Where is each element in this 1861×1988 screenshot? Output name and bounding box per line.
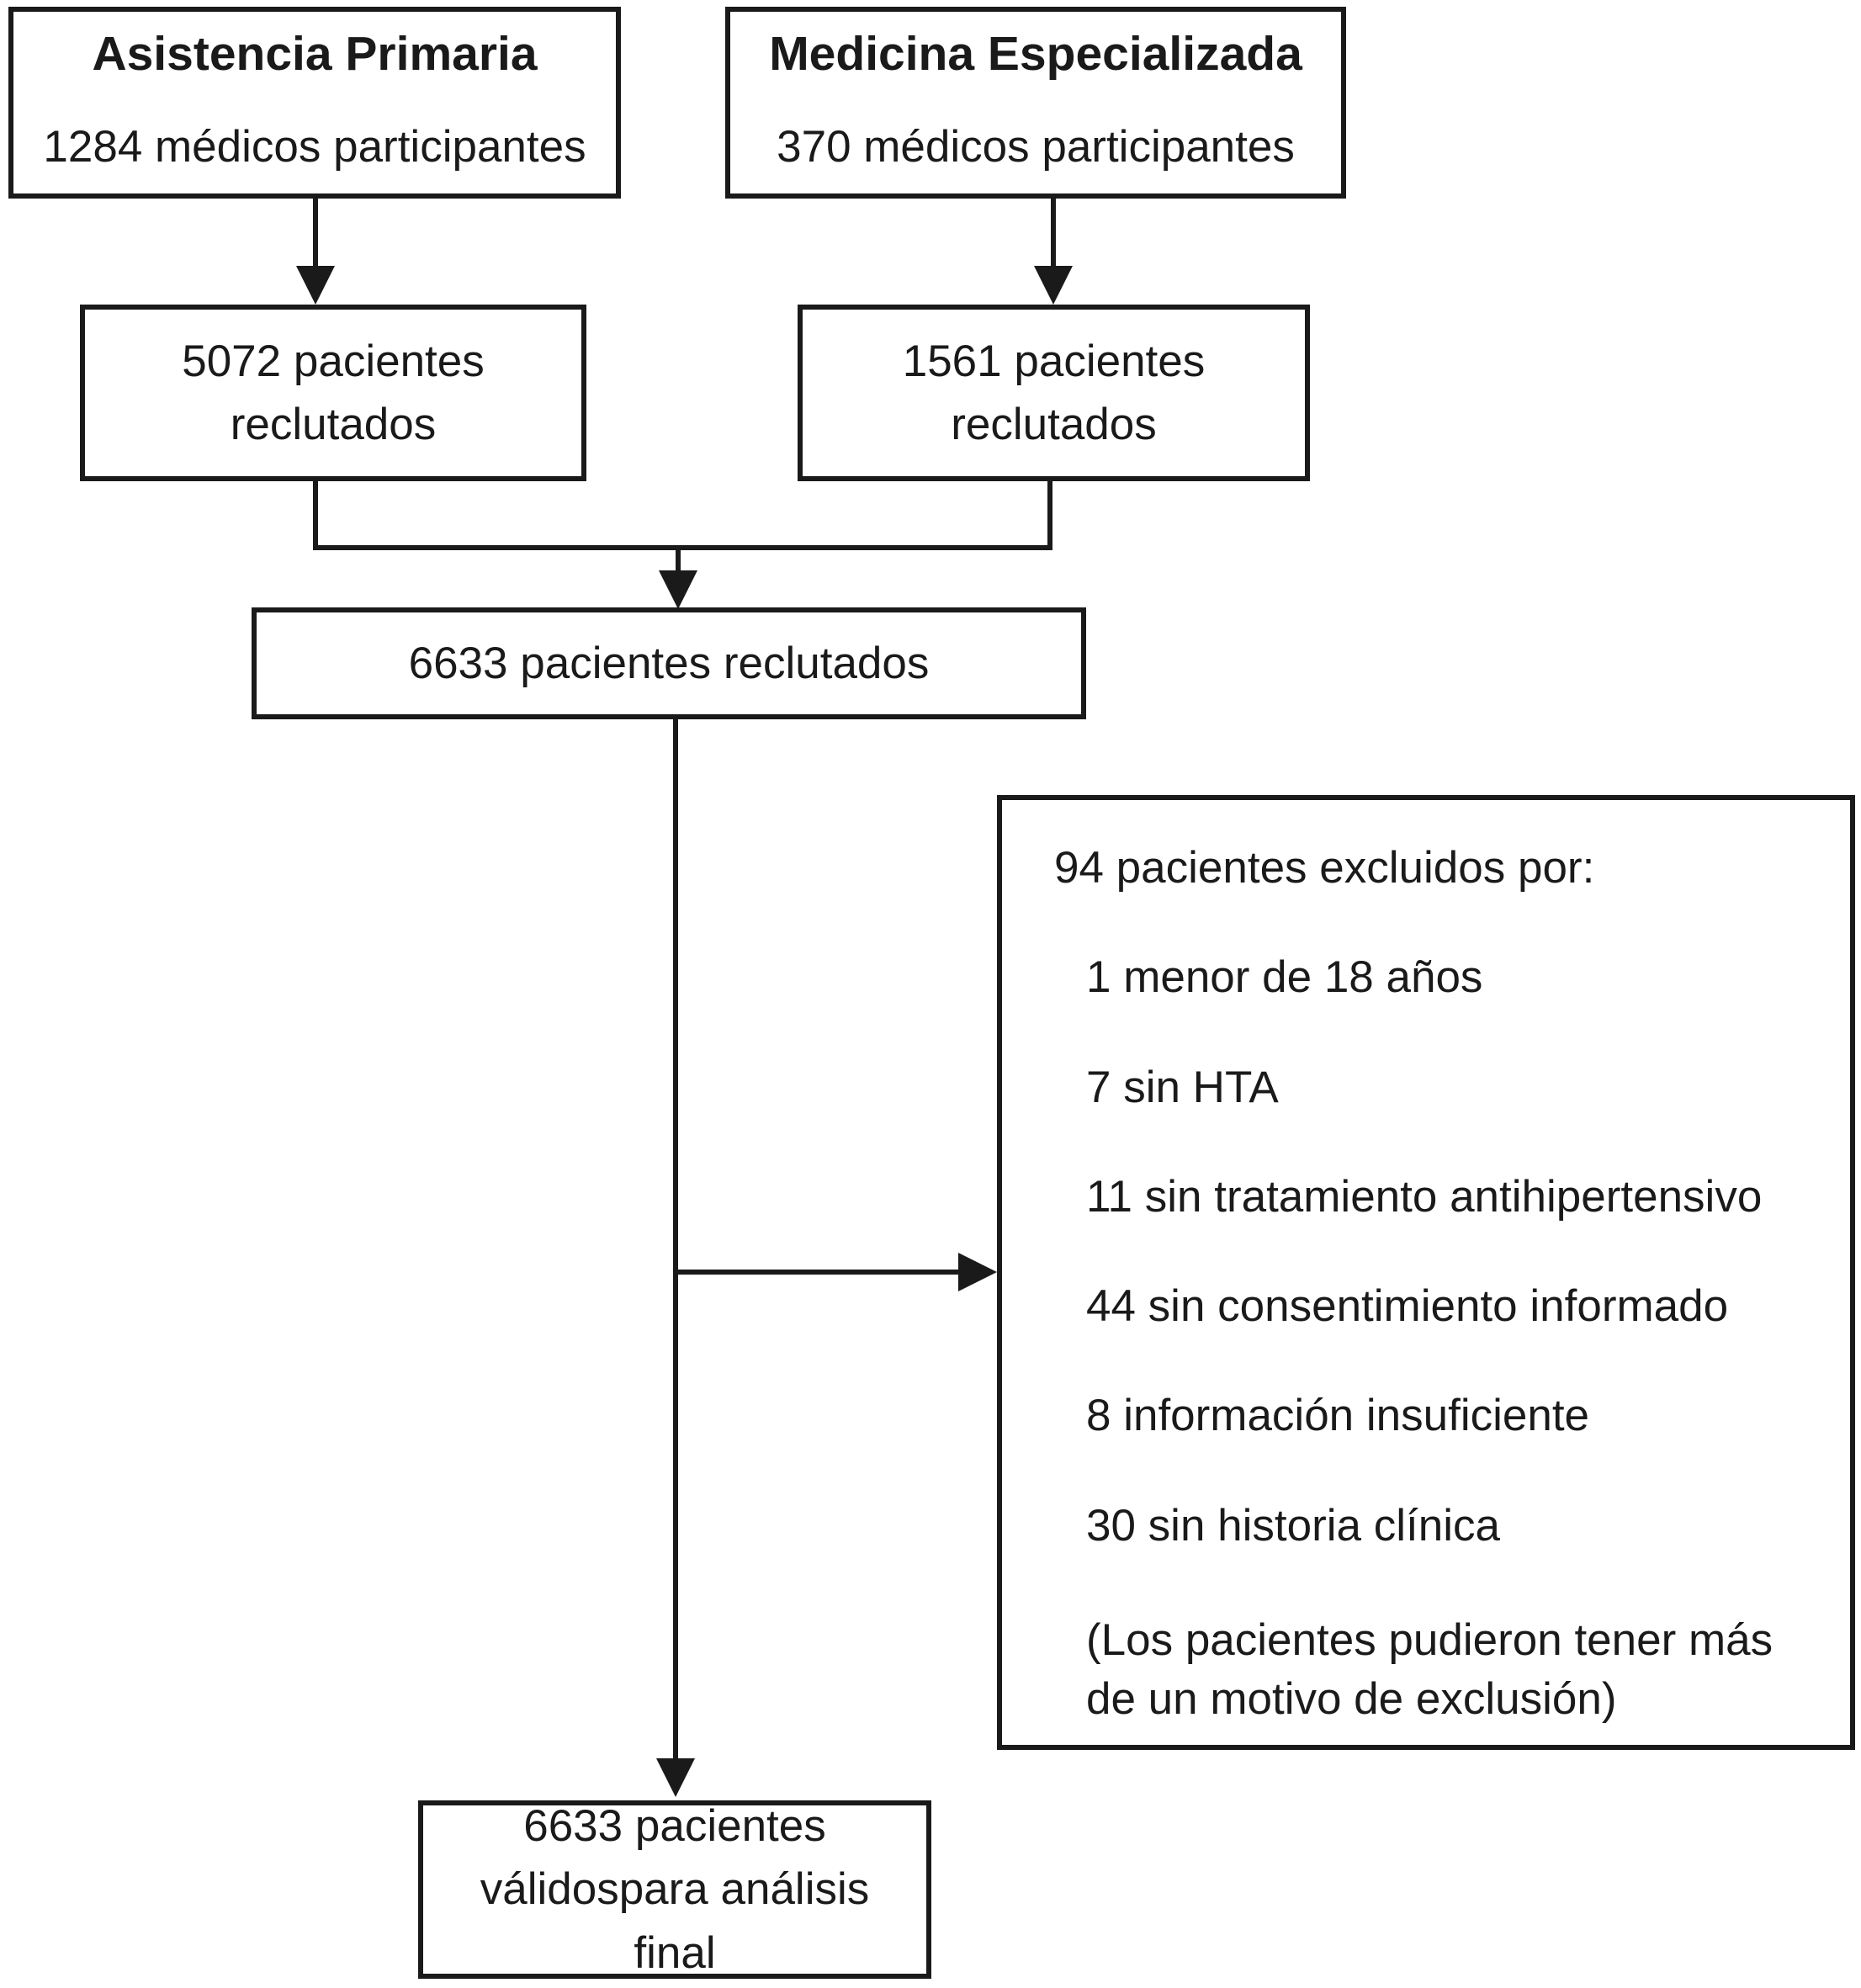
excluded-item: 8 información insuficiente — [1086, 1391, 1590, 1441]
connector-line — [673, 719, 678, 1761]
total-recruited-label: 6633 pacientes reclutados — [408, 638, 930, 688]
connector-line — [676, 545, 681, 572]
recruited-primary-line1: 5072 pacientes — [182, 336, 485, 386]
connector-line — [1047, 481, 1052, 550]
excluded-item: 11 sin tratamiento antihipertensivo — [1086, 1171, 1763, 1222]
excluded-title: 94 pacientes excluidos por: — [1054, 843, 1595, 893]
excluded-item: 7 sin HTA — [1086, 1062, 1279, 1112]
connector-line — [313, 481, 318, 550]
final-valid-line3: final — [634, 1927, 716, 1978]
excluded-item: 1 menor de 18 años — [1086, 952, 1483, 1003]
arrow-down-icon — [659, 570, 697, 609]
arrow-down-icon — [296, 266, 335, 305]
final-valid-line2: válidospara análisis — [480, 1864, 870, 1915]
primary-care-title: Asistencia Primaria — [92, 26, 538, 81]
primary-care-subtitle: 1284 médicos participantes — [43, 122, 586, 172]
arrow-down-icon — [656, 1758, 695, 1797]
connector-line — [313, 545, 1052, 550]
total-recruited-box: 6633 pacientes reclutados — [252, 607, 1086, 719]
specialized-medicine-box: Medicina Especializada 370 médicos parti… — [725, 7, 1346, 199]
excluded-patients-box: 94 pacientes excluidos por: 1 menor de 1… — [997, 795, 1855, 1750]
excluded-item: 30 sin historia clínica — [1086, 1500, 1500, 1551]
final-valid-box: 6633 pacientes válidospara análisis fina… — [418, 1800, 931, 1979]
primary-care-box: Asistencia Primaria 1284 médicos partici… — [8, 7, 621, 199]
recruited-primary-box: 5072 pacientes reclutados — [80, 305, 586, 481]
final-valid-line1: 6633 pacientes — [523, 1801, 826, 1852]
recruited-specialized-line2: reclutados — [951, 400, 1157, 449]
recruited-specialized-line1: 1561 pacientes — [902, 336, 1206, 386]
recruited-specialized-box: 1561 pacientes reclutados — [798, 305, 1310, 481]
connector-line — [313, 199, 318, 268]
specialized-medicine-title: Medicina Especializada — [769, 26, 1302, 81]
arrow-right-icon — [958, 1253, 997, 1291]
specialized-medicine-subtitle: 370 médicos participantes — [777, 122, 1295, 172]
recruited-primary-line2: reclutados — [230, 400, 437, 449]
connector-line — [673, 1270, 960, 1275]
connector-line — [1051, 199, 1056, 268]
arrow-down-icon — [1034, 266, 1073, 305]
excluded-note: (Los pacientes pudieron tener más de un … — [1086, 1615, 1774, 1725]
excluded-item: 44 sin consentimiento informado — [1086, 1281, 1729, 1332]
